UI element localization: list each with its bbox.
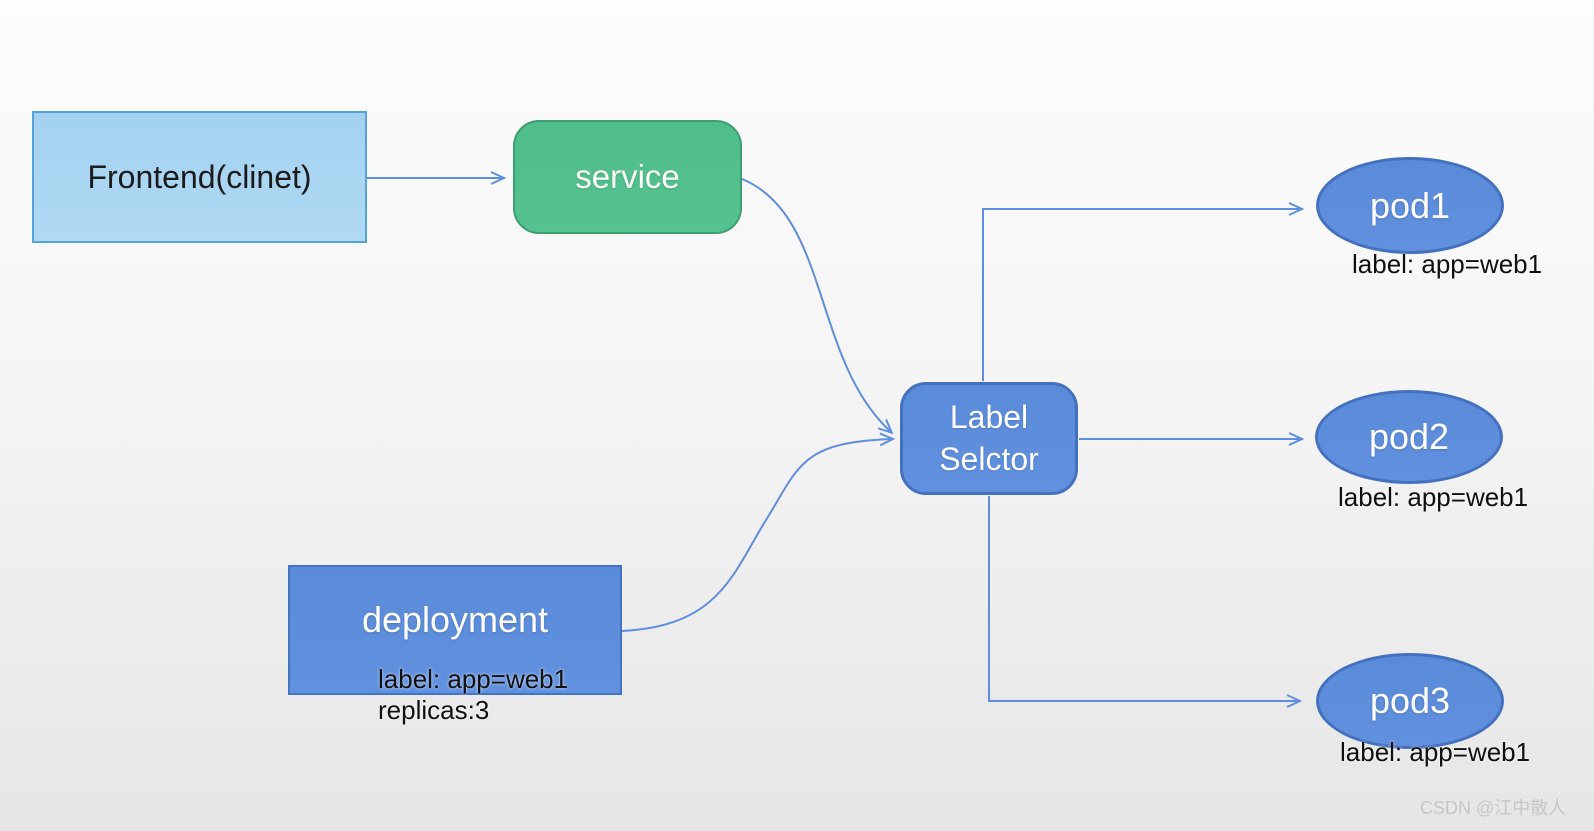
pod1-annotation: label: app=web1 (1352, 249, 1543, 279)
service-label: service (575, 158, 680, 195)
edge-deployment-to-label-selector (621, 432, 896, 632)
pod1-label: pod1 (1369, 184, 1451, 226)
node-service: service (513, 120, 742, 234)
deployment-annotation-line1: label: app=web1 (378, 664, 569, 694)
edge-service-to-label-selector (741, 178, 894, 435)
pod3-label: pod3 (1369, 680, 1451, 721)
node-label-selector: Label Selctor (900, 382, 1078, 495)
frontend-client-label: Frontend(clinet) (87, 158, 312, 195)
node-frontend-client: Frontend(clinet) (32, 111, 367, 243)
node-pod3: pod3 (1316, 653, 1504, 749)
csdn-watermark: CSDN @江中散人 (1420, 798, 1567, 818)
pod2-annotation: label: app=web1 (1338, 482, 1529, 512)
deployment-label: deployment (361, 599, 549, 640)
node-deployment: deployment (288, 565, 622, 695)
label-selector-label: Label Selctor (939, 398, 1039, 477)
pod3-annotation: label: app=web1 (1340, 737, 1531, 767)
pod2-label: pod2 (1368, 416, 1450, 457)
edge-label-selector-to-pod1 (982, 202, 1305, 381)
edge-label-selector-to-pod3 (988, 496, 1303, 708)
deployment-annotation: label: app=web1 replicas:3 (378, 664, 568, 726)
deployment-annotation-line2: replicas:3 (378, 695, 490, 725)
node-pod1: pod1 (1316, 157, 1504, 254)
node-pod2: pod2 (1315, 390, 1503, 484)
